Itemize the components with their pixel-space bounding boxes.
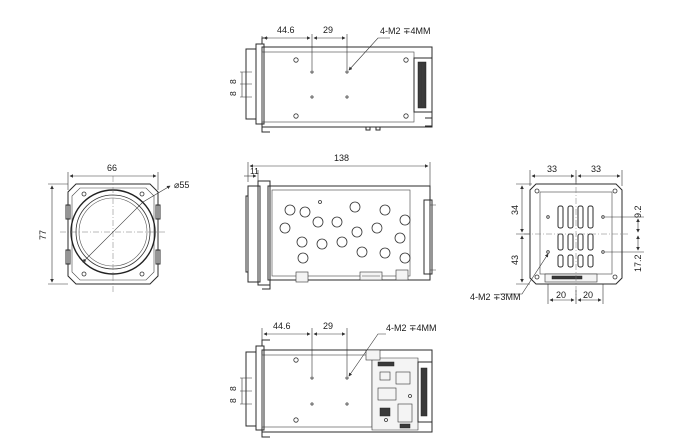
rear-dim-bottom-right-20: 20 — [583, 290, 593, 300]
rear-hole-callout: 4-M2 ∓3MM — [470, 292, 521, 302]
rear-dim-left-33: 33 — [547, 164, 557, 174]
front-lens-diameter: ⌀55 — [174, 180, 189, 190]
top-dim-44-6: 44.6 — [277, 25, 295, 35]
top-dim-29: 29 — [323, 25, 333, 35]
top-side-dim-1: 8 — [228, 79, 238, 84]
rear-view-body — [529, 183, 623, 285]
front-view: ⌀55 66 77 — [38, 163, 189, 292]
side-view: 138 11 — [244, 153, 436, 290]
front-height-77: 77 — [38, 230, 48, 240]
top-view: 44.6 29 4-M2 ∓4MM 8 8 — [228, 25, 433, 133]
bottom-view: 44.6 29 4-M2 ∓4MM 8 8 — [228, 321, 437, 438]
rear-dim-bottom-left-20: 20 — [556, 290, 566, 300]
top-side-dim-2: 8 — [228, 91, 238, 96]
rear-dim-upper-34: 34 — [510, 205, 520, 215]
side-length-138: 138 — [334, 153, 349, 163]
bottom-dim-29: 29 — [323, 321, 333, 331]
rear-view: 33 33 34 43 9.2 17.2 20 20 4-M2 ∓3MM — [470, 164, 644, 304]
top-hole-callout: 4-M2 ∓4MM — [380, 26, 431, 36]
front-width-66: 66 — [107, 163, 117, 173]
rear-dim-right-33: 33 — [591, 164, 601, 174]
rear-dim-lower-43: 43 — [510, 255, 520, 265]
bottom-side-dim-2: 8 — [228, 398, 238, 403]
side-offset-11: 11 — [250, 166, 259, 176]
bottom-hole-callout: 4-M2 ∓4MM — [386, 323, 437, 333]
bottom-dim-44-6: 44.6 — [273, 321, 291, 331]
bottom-side-dim-1: 8 — [228, 386, 238, 391]
side-view-body — [267, 185, 431, 281]
rear-dim-17-2: 17.2 — [633, 254, 643, 272]
rear-dim-9-2: 9.2 — [633, 205, 643, 218]
